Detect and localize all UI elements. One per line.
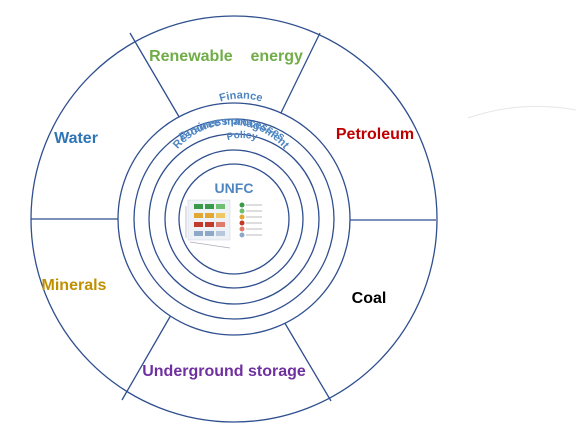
divider-top-left — [129, 32, 186, 128]
ring-policy-label: Policy — [225, 130, 259, 143]
divider-bottom-right — [282, 319, 332, 402]
ring-resource — [148, 133, 320, 305]
ring-business — [133, 118, 335, 320]
sector-water-label: Water — [54, 130, 98, 147]
sector-coal-label: Coal — [352, 290, 387, 307]
unfc-cube-icon — [185, 199, 262, 249]
divider-bottom-left — [121, 314, 172, 401]
ring-finance-label: Finance — [218, 89, 264, 104]
center-unfc-label: UNFC — [215, 180, 254, 196]
ring-policy — [164, 149, 304, 289]
ring-unfc — [178, 163, 290, 275]
sector-petroleum-label: Petroleum — [336, 126, 414, 143]
divider-top-right — [277, 32, 321, 120]
sector-minerals-label: Minerals — [42, 277, 107, 294]
ring-finance — [117, 102, 351, 336]
sector-renewable-label: Renewable energy — [149, 48, 303, 65]
decorative-arc — [467, 105, 577, 119]
sector-underground-label: Underground storage — [142, 363, 306, 380]
